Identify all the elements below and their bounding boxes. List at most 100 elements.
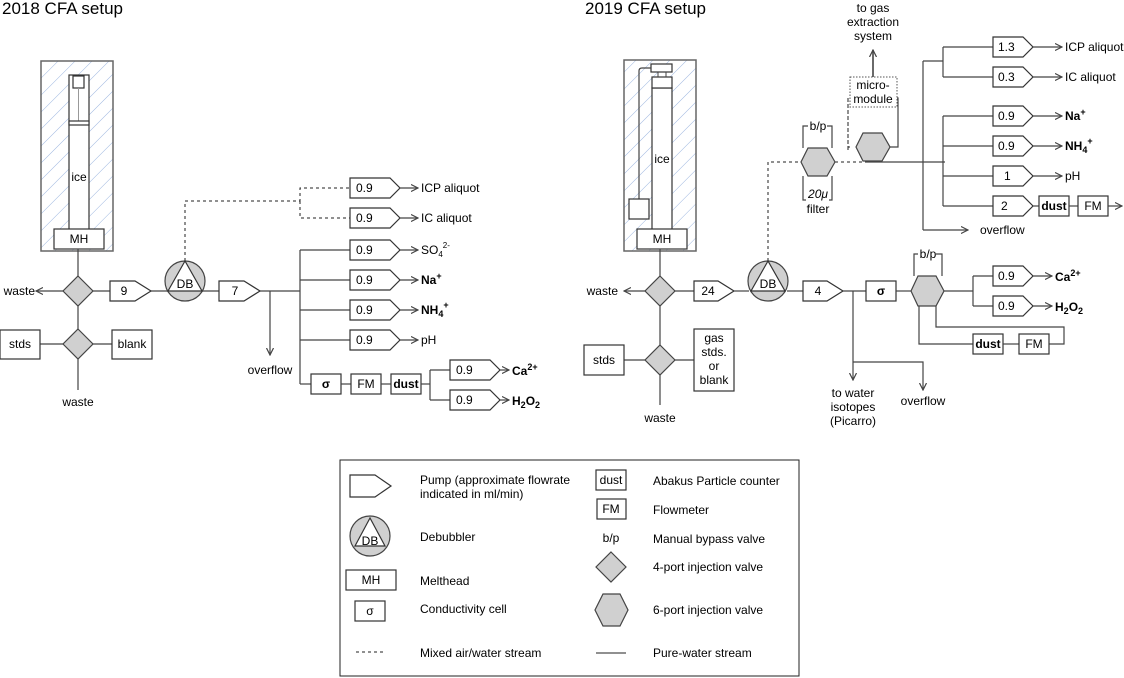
svg-text:or: or: [709, 359, 720, 373]
svg-text:0.9: 0.9: [356, 243, 373, 257]
svg-text:0.3: 0.3: [998, 70, 1015, 84]
svg-text:H2O2: H2O2: [1055, 300, 1083, 316]
pump-after-debubbler-flow-2019: 4: [815, 284, 822, 298]
legend-debubbler-icon: DB: [349, 515, 391, 557]
svg-text:DB: DB: [362, 534, 379, 548]
svg-text:Na+: Na+: [421, 271, 442, 287]
pump-main-flow: 9: [121, 284, 128, 298]
pump-main-2019: [693, 280, 736, 302]
aliquot-icp-2019: 1.3 ICP aliquot: [992, 36, 1124, 58]
svg-text:gas: gas: [704, 331, 723, 345]
melthead-2019: [636, 228, 688, 250]
aliquot-ic-2018: 0.9 IC aliquot: [349, 207, 472, 229]
svg-text:module: module: [853, 92, 893, 106]
legend-4-port-label: 4-port injection valve: [653, 560, 763, 574]
svg-text:σ: σ: [366, 604, 374, 618]
svg-text:σ: σ: [877, 284, 885, 298]
channel-ph-2019: 1 pH: [992, 165, 1080, 187]
svg-text:0.9: 0.9: [456, 363, 473, 377]
stds-label-2019: stds: [593, 353, 615, 367]
legend-flowmeter-label: Flowmeter: [653, 503, 709, 517]
pump-after-debubbler: [218, 280, 262, 302]
legend: Pump (approximate flowrate indicated in …: [339, 459, 800, 677]
channel-so4: 0.9 SO42-: [349, 239, 450, 261]
aliquot-icp-2018: 0.9 ICP aliquot: [349, 177, 480, 199]
svg-text:Ca2+: Ca2+: [1055, 268, 1081, 284]
legend-pump-label: Pump (approximate flowrate: [420, 473, 570, 487]
4-port-valve-main: [62, 275, 94, 307]
pump-main-flow-2019: 24: [701, 284, 715, 298]
legend-mixed-stream-label: Mixed air/water stream: [420, 646, 541, 660]
svg-text:Na+: Na+: [1065, 107, 1086, 123]
svg-text:0.9: 0.9: [998, 139, 1015, 153]
bypass-label-top: b/p: [810, 119, 827, 133]
svg-text:H2O2: H2O2: [512, 394, 540, 410]
4-port-valve-stds-2019: [644, 344, 676, 376]
stds-box-2019: [583, 344, 625, 376]
legend-pump-icon: [349, 474, 393, 498]
channel-nh4: 0.9 NH4+: [349, 299, 449, 321]
svg-text:NH4+: NH4+: [421, 300, 449, 319]
svg-text:1: 1: [1004, 169, 1011, 183]
svg-text:0.9: 0.9: [998, 109, 1015, 123]
bypass-label-bottom: b/p: [920, 247, 937, 261]
svg-text:dust: dust: [600, 473, 623, 487]
svg-text:0.9: 0.9: [356, 211, 373, 225]
svg-text:DB: DB: [760, 277, 777, 291]
channel-na-2019: 0.9 Na+: [992, 105, 1086, 127]
svg-text:isotopes: isotopes: [831, 400, 876, 414]
svg-text:extraction: extraction: [847, 15, 899, 29]
blank-box: [111, 329, 153, 360]
svg-text:pH: pH: [1065, 169, 1080, 183]
air-water-stream: [184, 187, 350, 261]
6-port-valve-filter: [800, 147, 836, 177]
waste-label-bottom-2019: waste: [643, 411, 676, 425]
svg-text:2: 2: [1001, 199, 1008, 213]
svg-text:dust: dust: [1041, 199, 1066, 213]
6-port-valve-dust: [910, 275, 945, 307]
svg-text:stds.: stds.: [701, 345, 726, 359]
pump-after-debubbler-2019: [802, 280, 845, 302]
svg-text:IC aliquot: IC aliquot: [1065, 70, 1116, 84]
blank-label: blank: [118, 337, 148, 351]
svg-text:0.9: 0.9: [356, 303, 373, 317]
debubbler-2019: DB: [747, 259, 789, 302]
micromodule: [849, 76, 898, 108]
channel-h2o2: 0.9 H2O2: [449, 389, 540, 411]
channel-h2o2-2019: 0.9 H2O2: [992, 295, 1083, 317]
pump-main: [109, 280, 153, 302]
filter-label: 20μ: [807, 187, 828, 201]
gas-extraction-label: to gas: [857, 1, 890, 15]
fm-label: FM: [357, 377, 374, 391]
channel-na: 0.9 Na+: [349, 269, 442, 291]
svg-text:0.9: 0.9: [356, 333, 373, 347]
legend-debubbler-label: Debubbler: [420, 530, 475, 544]
svg-text:pH: pH: [421, 333, 436, 347]
channel-ca: 0.9 Ca2+: [449, 359, 538, 381]
stds-box: [0, 329, 41, 360]
melthead-label-2019: MH: [653, 232, 672, 246]
legend-pure-stream-label: Pure-water stream: [653, 646, 752, 660]
waste-label-left: waste: [3, 284, 36, 298]
core-plunger: [68, 120, 90, 126]
debubbler: DB: [164, 259, 206, 302]
legend-4-port-icon: [595, 551, 627, 583]
legend-conductivity-icon: [354, 600, 386, 622]
svg-text:0.9: 0.9: [998, 299, 1015, 313]
melthead-label: MH: [70, 232, 89, 246]
setup-2019: ice MH waste waste stds gas stds. or bla…: [583, 1, 1124, 428]
ice-label-2019: ice: [654, 152, 670, 166]
sigma-label: σ: [322, 377, 330, 391]
gas-stds-box: [693, 328, 735, 392]
svg-text:system: system: [854, 29, 892, 43]
6-port-valve-micromodule: [855, 132, 891, 162]
svg-text:1.3: 1.3: [998, 40, 1015, 54]
overflow-label-bottom-2019: overflow: [901, 394, 946, 408]
svg-text:0.9: 0.9: [356, 181, 373, 195]
core-cap-2019: [650, 63, 673, 73]
melthead: [53, 228, 105, 250]
title-2018: 2018 CFA setup: [2, 0, 123, 18]
svg-text:0.9: 0.9: [456, 393, 473, 407]
svg-text:Ca2+: Ca2+: [512, 362, 538, 378]
ic-aliquot-label: IC aliquot: [421, 211, 472, 225]
